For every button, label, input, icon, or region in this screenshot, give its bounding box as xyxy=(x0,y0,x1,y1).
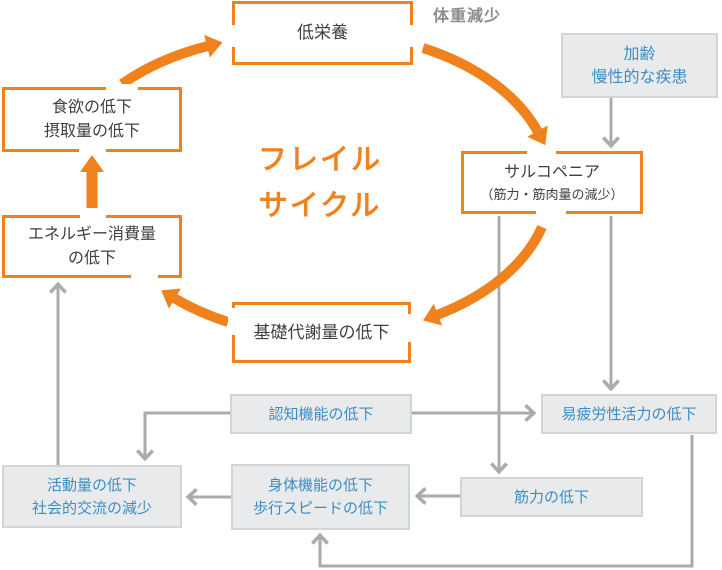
node-muscle-strength-decline: 筋力の低下 xyxy=(460,477,643,517)
node-cognitive-decline: 認知機能の低下 xyxy=(230,394,412,434)
border-gap xyxy=(407,25,416,47)
border-gap xyxy=(131,272,158,281)
border-gap xyxy=(79,146,106,155)
border-gap xyxy=(228,25,237,47)
node-label-line2: 慢性的な疾患 xyxy=(591,68,688,86)
node-label-line2: の低下 xyxy=(67,249,116,267)
node-activity-decline: 活動量の低下 社会的交流の減少 xyxy=(2,465,182,528)
node-physical-function-decline: 身体機能の低下 歩行スピードの低下 xyxy=(231,464,410,530)
node-label-line1: サルコペニア xyxy=(504,163,600,181)
arrow-cognitive-to-activity xyxy=(136,411,230,462)
node-appetite-decline: 食欲の低下 摂取量の低下 xyxy=(2,87,182,152)
diagram-title: フレイル サイクル xyxy=(235,137,405,229)
node-label-line2: 摂取量の低下 xyxy=(43,122,140,140)
weight-loss-label: 体重減少 xyxy=(433,8,502,25)
border-gap xyxy=(527,148,556,157)
diagram-title-line2: サイクル xyxy=(258,190,382,222)
node-energy-expenditure-decline: エネルギー消費量 の低下 xyxy=(2,215,182,278)
border-gap xyxy=(80,212,106,221)
node-label: 筋力の低下 xyxy=(513,488,589,506)
node-label-line1: 活動量の低下 xyxy=(46,476,137,494)
diagram-title-line1: フレイル xyxy=(257,144,382,176)
node-aging-chronic-disease: 加齢 慢性的な疾患 xyxy=(561,33,718,98)
node-label: 基礎代謝量の低下 xyxy=(253,322,390,342)
node-label-line2: 歩行スピードの低下 xyxy=(252,500,388,517)
cycle-arc-appetite-to-malnutrition xyxy=(119,34,223,89)
node-label-line1: エネルギー消費量 xyxy=(27,225,156,243)
node-basal-metabolism-decline: 基礎代謝量の低下 xyxy=(232,302,411,363)
cycle-arc-basal-to-energy xyxy=(161,288,230,327)
node-label: 低栄養 xyxy=(297,23,348,42)
node-label-line1: 身体機能の低下 xyxy=(267,477,373,494)
node-label-line2: 社会的交流の減少 xyxy=(31,499,152,517)
node-malnutrition: 低栄養 xyxy=(232,1,413,65)
arrow-fatigability-to-physical xyxy=(311,435,694,568)
node-label-line1: 食欲の低下 xyxy=(51,98,132,116)
node-label: 認知機能の低下 xyxy=(268,405,374,423)
node-label-line2: （筋力・筋肉量の減少） xyxy=(480,186,624,202)
node-sarcopenia: サルコペニア （筋力・筋肉量の減少） xyxy=(461,151,643,214)
border-gap xyxy=(404,314,413,342)
cycle-arc-sarcopenia-to-basal xyxy=(423,224,547,326)
border-gap xyxy=(106,84,138,93)
cycle-arrowhead xyxy=(80,155,104,172)
node-label-line1: 加齢 xyxy=(623,45,656,63)
node-fatigability-vitality-decline: 易疲労性活力の低下 xyxy=(541,394,717,434)
border-gap xyxy=(536,208,566,217)
node-label: 易疲労性活力の低下 xyxy=(561,405,697,423)
border-gap xyxy=(228,308,237,335)
cycle-arrow-energy-to-appetite xyxy=(80,155,104,208)
cycle-arc-malnutrition-to-sarcopenia xyxy=(421,43,548,146)
